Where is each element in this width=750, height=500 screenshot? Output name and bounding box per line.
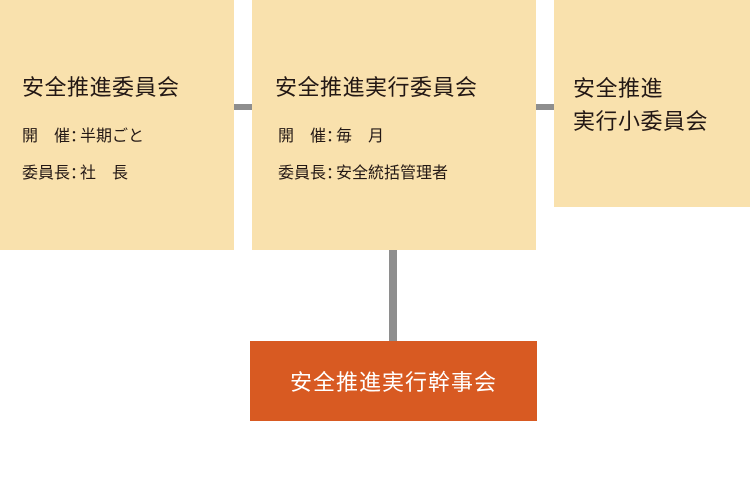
committee-box-left: 安全推進委員会 開 催 ： 半期ごと 委員長 ： 社 長 [0, 0, 234, 250]
connector-left-center [234, 104, 252, 110]
committee-box-bottom: 安全推進実行幹事会 [250, 341, 537, 421]
separator: ： [326, 163, 343, 182]
committee-center-title: 安全推進実行委員会 [275, 76, 478, 101]
chair-label: 委員長 [22, 163, 71, 182]
committee-box-center: 安全推進実行委員会 開 催 ： 毎 月 委員長 ： 安全統括管理者 [252, 0, 536, 250]
connector-center-right [536, 104, 554, 110]
meeting-frequency: 毎 月 [336, 126, 385, 145]
committee-center-chair-row: 委員長 ： 安全統括管理者 [278, 162, 448, 184]
committee-left-title: 安全推進委員会 [22, 76, 180, 101]
meeting-label: 開 催 [278, 126, 327, 145]
committee-box-right: 安全推進 実行小委員会 [554, 0, 750, 207]
separator: ： [70, 163, 87, 182]
meeting-label: 開 催 [22, 126, 71, 145]
separator: ： [70, 126, 87, 145]
committee-center-meeting-row: 開 催 ： 毎 月 [278, 125, 384, 147]
chair-label: 委員長 [278, 163, 327, 182]
committee-right-title-line1: 安全推進 [573, 77, 664, 102]
separator: ： [326, 126, 343, 145]
meeting-frequency: 半期ごと [80, 126, 145, 145]
connector-center-bottom [389, 250, 397, 341]
committee-left-chair-row: 委員長 ： 社 長 [22, 162, 128, 184]
chair-name: 安全統括管理者 [336, 163, 449, 182]
committee-right-title-line2: 実行小委員会 [573, 110, 709, 135]
chair-name: 社 長 [80, 163, 129, 182]
committee-bottom-title: 安全推進実行幹事会 [289, 371, 497, 396]
committee-left-meeting-row: 開 催 ： 半期ごと [22, 125, 144, 147]
